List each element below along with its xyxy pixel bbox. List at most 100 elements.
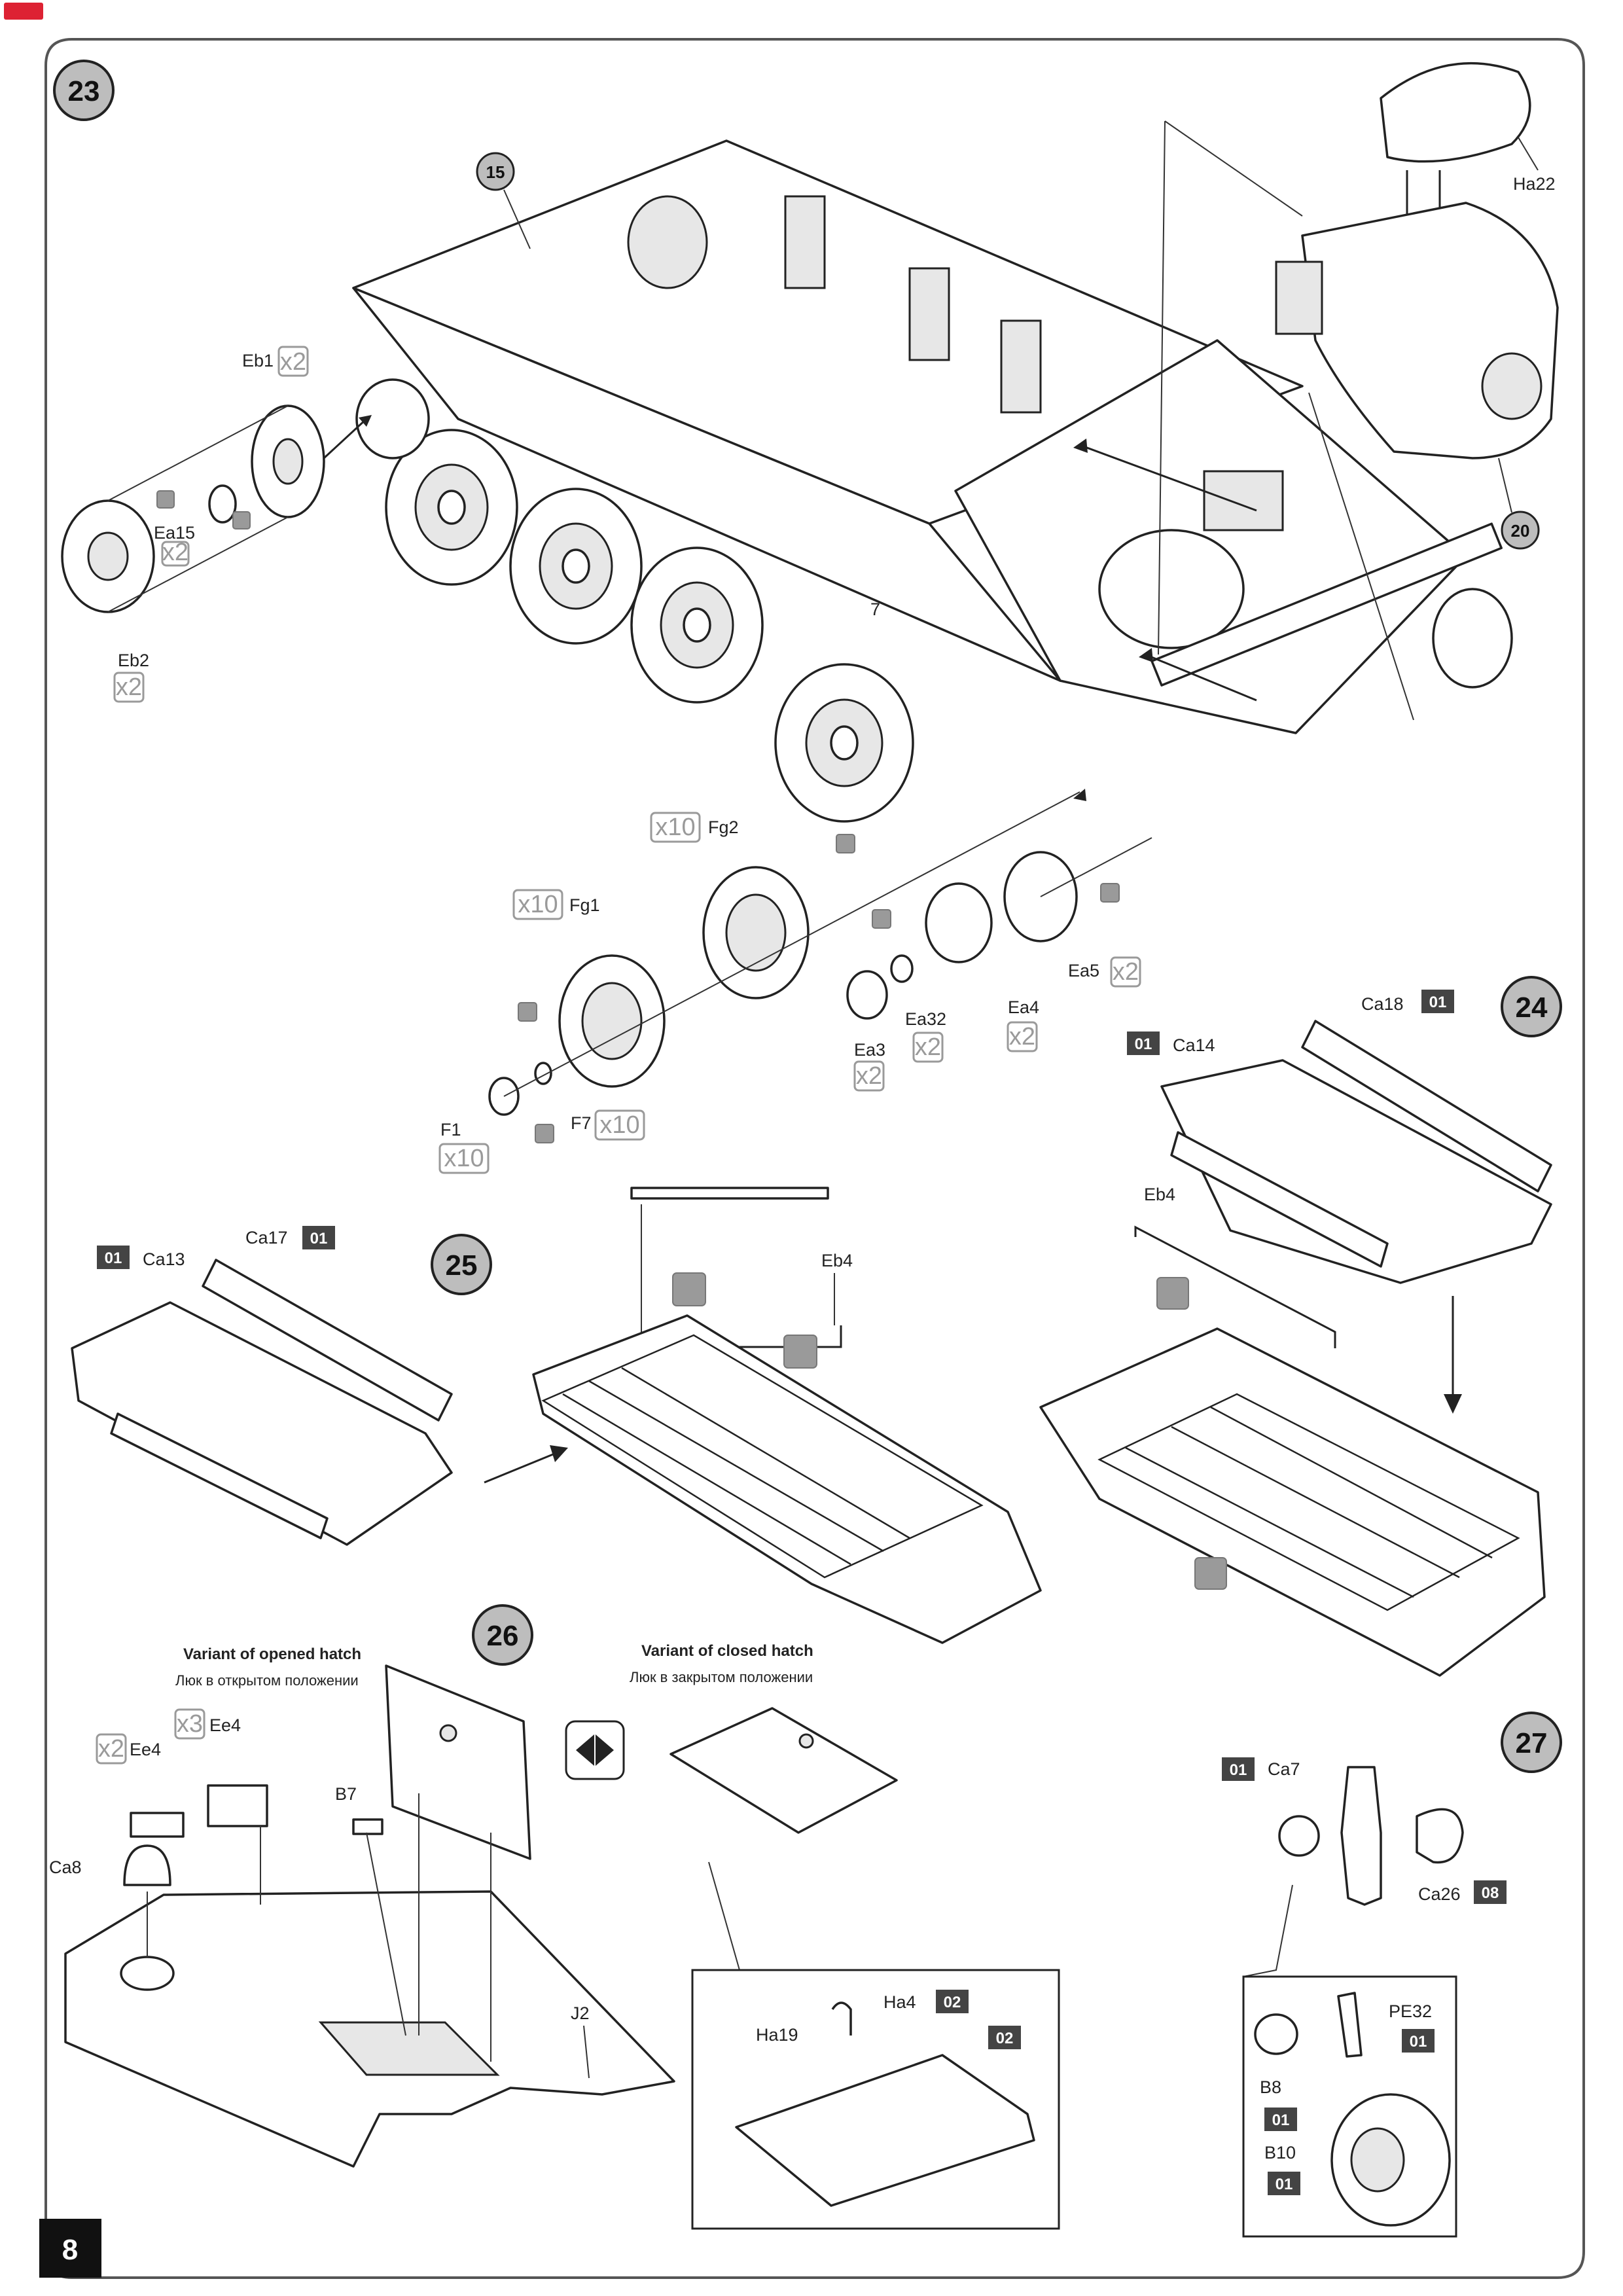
label-b10: B10 xyxy=(1264,2143,1296,2162)
svg-text:x2: x2 xyxy=(915,1033,941,1061)
hull-opening xyxy=(627,195,708,289)
title-variant-closed: Variant of closed hatch xyxy=(641,1642,813,1660)
hull-bracket xyxy=(908,267,950,361)
svg-text:x2: x2 xyxy=(162,539,188,566)
label-ha4: Ha4 xyxy=(883,1992,916,2012)
label-ca18: Ca18 xyxy=(1361,994,1404,1014)
label-ea15: Ea15 xyxy=(154,523,195,543)
svg-text:x10: x10 xyxy=(444,1145,484,1172)
title-variant-open-ru: Люк в открытом положении xyxy=(175,1672,359,1689)
label-ca8: Ca8 xyxy=(49,1857,82,1877)
ref-20-number: 20 xyxy=(1511,521,1530,541)
step-24-rear-deck: 24 01 Ca18 01 Ca14 Eb4 xyxy=(1039,976,1562,1677)
qty-ea4 xyxy=(1007,1021,1038,1052)
label-pe32: PE32 xyxy=(1389,2001,1432,2021)
svg-text:01: 01 xyxy=(1410,2033,1427,2051)
glue-brush-icon xyxy=(1156,1277,1189,1310)
part-ea15-bushing xyxy=(208,484,237,524)
part-ca13-deck xyxy=(71,1301,453,1546)
part-b7-handle xyxy=(352,1818,383,1835)
page-frame xyxy=(45,38,1585,2279)
road-wheels xyxy=(385,429,914,823)
detail-box-periscope xyxy=(1242,1975,1457,2238)
title-variant-open: Variant of opened hatch xyxy=(183,1645,361,1663)
detail-ha4-handle xyxy=(831,2001,852,2036)
hull-bracket xyxy=(784,195,826,289)
glue-icon xyxy=(872,909,891,929)
svg-text:01: 01 xyxy=(1272,2111,1290,2129)
label-b7: B7 xyxy=(335,1784,357,1804)
swap-variant-icon xyxy=(565,1720,625,1780)
sprue-ha4 xyxy=(936,1990,969,2013)
label-ca14: Ca14 xyxy=(1173,1035,1215,1055)
ref-15-badge xyxy=(476,152,515,191)
drive-sprocket-hub xyxy=(355,378,430,459)
svg-text:x2: x2 xyxy=(1113,958,1139,986)
label-ee4-a: Ee4 xyxy=(130,1740,161,1759)
svg-text:02: 02 xyxy=(944,1994,961,2011)
qty-ea15 xyxy=(161,541,190,567)
part-ee4-block xyxy=(207,1784,268,1827)
sprue-ca26 xyxy=(1474,1880,1507,1904)
qty-ea32 xyxy=(912,1031,944,1063)
transmission-housing xyxy=(1301,202,1559,459)
part-ca7-ring xyxy=(1278,1815,1320,1857)
step-26-number: 26 xyxy=(487,1620,519,1652)
glue-icon xyxy=(518,1002,537,1022)
step-23-badge xyxy=(53,60,115,121)
ref-15-number: 15 xyxy=(486,162,505,182)
label-ee4-b: Ee4 xyxy=(209,1715,241,1735)
svg-text:02: 02 xyxy=(996,2030,1014,2047)
step-27-periscope: 27 01 Ca7 Ca26 08 PE32 01 B8 01 B10 01 xyxy=(1222,1712,1562,2238)
part-ca8-cap xyxy=(123,1844,171,1886)
part-ca17-grille xyxy=(202,1259,453,1422)
page-number: 8 xyxy=(62,2234,78,2266)
glue-brush-icon xyxy=(783,1335,817,1369)
label-ca7: Ca7 xyxy=(1268,1759,1300,1779)
svg-text:x3: x3 xyxy=(177,1710,203,1738)
part-ca18-grille xyxy=(1301,1020,1552,1193)
svg-text:x2: x2 xyxy=(856,1062,882,1090)
detail-box-hatch xyxy=(691,1969,1060,2230)
qty-fg1 xyxy=(512,889,563,920)
part-ha22-cover xyxy=(1380,62,1531,163)
svg-text:x10: x10 xyxy=(518,891,558,918)
part-ea3-ring xyxy=(846,970,888,1020)
part-eb4-rail xyxy=(1134,1225,1336,1348)
step-26-hatch: 26 Variant of opened hatch Люк в открыто… xyxy=(49,1604,1060,2230)
transmission-bracket xyxy=(1275,260,1323,335)
road-wheel-exploded-group xyxy=(488,789,1152,1116)
label-ca17: Ca17 xyxy=(245,1228,288,1247)
idler-axle xyxy=(1150,522,1503,687)
svg-text:x2: x2 xyxy=(98,1735,124,1763)
glue-icon xyxy=(156,490,175,509)
glue-icon xyxy=(535,1124,554,1143)
step-23-hull-assembly: 23 7 15 Ha22 xyxy=(53,60,1559,1174)
idler-wheel xyxy=(1432,588,1513,689)
detail-b8-lens xyxy=(1254,2013,1298,2055)
title-variant-closed-ru: Люк в закрытом положении xyxy=(630,1669,813,1685)
step-24-badge xyxy=(1501,976,1562,1037)
hull-rear-detail xyxy=(1203,470,1284,531)
label-fg1: Fg1 xyxy=(569,895,600,915)
part-ea32-washer xyxy=(890,954,914,983)
label-f1: F1 xyxy=(440,1120,461,1139)
label-ea32: Ea32 xyxy=(905,1009,946,1029)
hull-rear-plate xyxy=(954,339,1467,734)
qty-f7 xyxy=(594,1109,645,1141)
assembled-deck-24 xyxy=(1039,1327,1546,1677)
part-ee4-clip xyxy=(130,1812,185,1838)
label-ca13: Ca13 xyxy=(143,1249,185,1269)
step-24-number: 24 xyxy=(1516,992,1548,1024)
qty-ea5 xyxy=(1110,956,1141,988)
part-ca14-deck xyxy=(1160,1059,1552,1284)
label-ca26: Ca26 xyxy=(1418,1884,1461,1904)
assembled-deck-25 xyxy=(532,1314,1042,1644)
part-ea4-hub xyxy=(925,882,993,963)
qty-ee4-a xyxy=(96,1733,127,1765)
svg-text:x10: x10 xyxy=(655,814,695,841)
svg-text:x2: x2 xyxy=(1009,1023,1035,1050)
svg-text:01: 01 xyxy=(1135,1035,1152,1053)
label-ha19: Ha19 xyxy=(756,2025,798,2045)
svg-text:01: 01 xyxy=(1429,994,1447,1011)
